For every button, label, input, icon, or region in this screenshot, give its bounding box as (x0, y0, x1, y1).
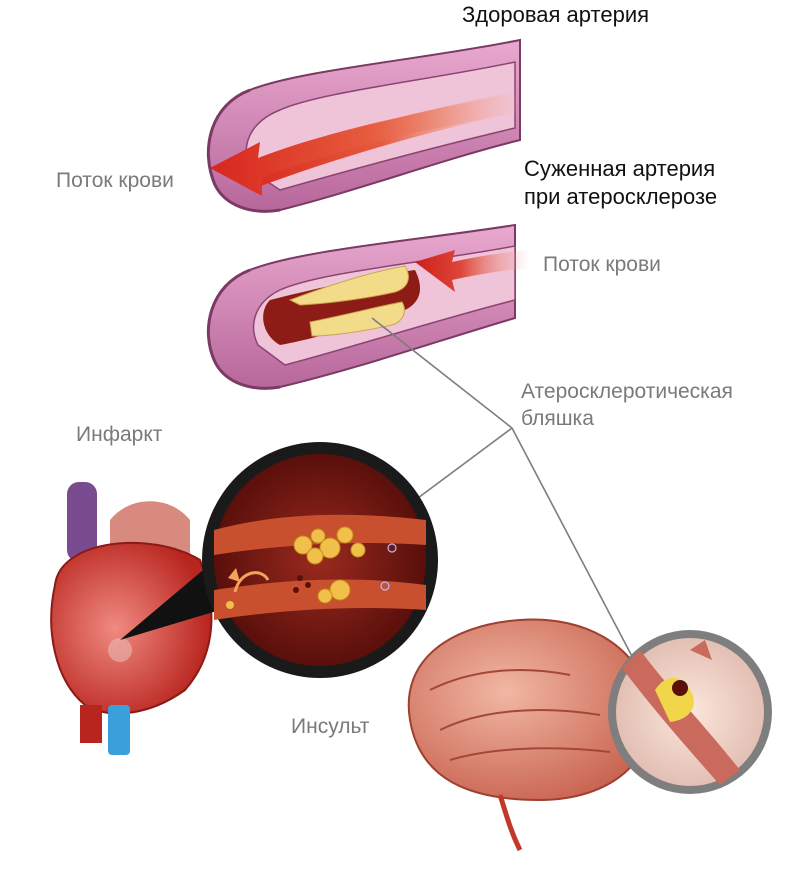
narrowed-artery (207, 223, 530, 390)
blood-flow-arrow-icon (210, 92, 520, 196)
plaque-label-line1: Атеросклеротическая (521, 380, 733, 403)
blood-flow-label-bottom: Поток крови (543, 253, 661, 276)
magnifier-lens-icon (202, 442, 438, 678)
swirl-arrow-icon (228, 568, 240, 582)
narrowed-artery-label-line1: Суженная артерия (524, 156, 716, 181)
lens-pointer (120, 560, 220, 640)
stroke-label: Инсульт (291, 715, 370, 738)
blood-flow-arrow-icon (415, 250, 530, 292)
blood-flow-label-top: Поток крови (56, 169, 174, 192)
infarction-label: Инфаркт (76, 423, 163, 446)
healthy-artery-label: Здоровая артерия (462, 2, 650, 27)
brain-vessel-lens (608, 630, 772, 794)
healthy-artery (207, 38, 521, 213)
narrowed-artery-label-line2: при атеросклерозе (524, 184, 718, 209)
heart-illustration (50, 482, 213, 755)
plaque-label-line2: бляшка (521, 407, 594, 430)
